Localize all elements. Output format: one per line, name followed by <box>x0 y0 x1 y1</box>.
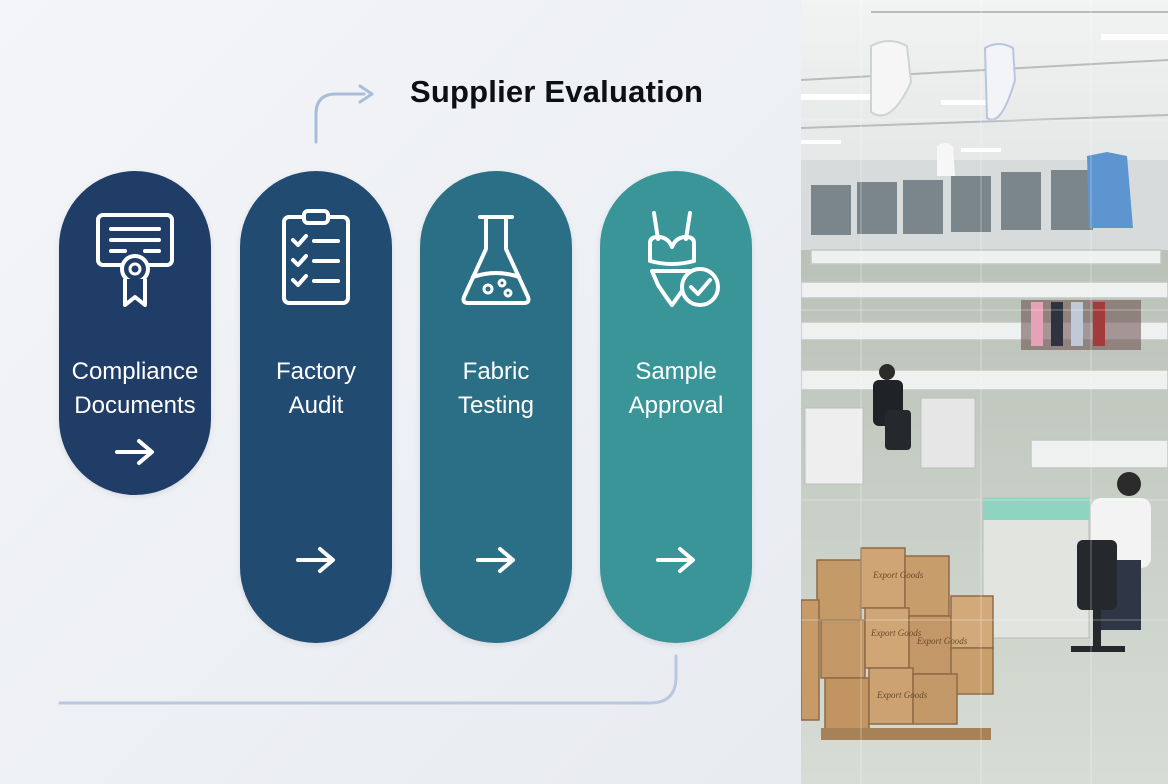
diagram-panel: Supplier Evaluation Compliance Documents <box>0 0 801 784</box>
garment-factory-photo: Export Goods Export Goods Export Goods E… <box>801 0 1168 784</box>
diagram-title: Supplier Evaluation <box>410 74 704 109</box>
box-label: Export Goods <box>872 570 924 580</box>
certificate-icon <box>96 213 174 307</box>
arrow-right-icon <box>656 547 695 573</box>
swimsuit-approved-icon <box>648 211 720 307</box>
step-sample-approval: Sample Approval <box>600 171 752 643</box>
arrow-right-icon <box>476 547 515 573</box>
step-compliance-documents: Compliance Documents <box>59 171 211 495</box>
box-label: Export Goods <box>876 690 928 700</box>
factory-scene: Export Goods Export Goods Export Goods E… <box>801 0 1168 784</box>
arrow-right-icon <box>115 439 154 465</box>
step-label: Factory Audit <box>275 358 356 419</box>
box-label: Export Goods <box>916 636 968 646</box>
step-label: Fabric Testing <box>457 358 535 419</box>
clipboard-checklist-icon <box>282 209 350 305</box>
step-label: Compliance Documents <box>71 358 199 419</box>
step-fabric-testing: Fabric Testing <box>420 171 572 643</box>
arrow-right-icon <box>296 547 335 573</box>
box-label: Export Goods <box>870 628 922 638</box>
lab-flask-icon <box>461 215 531 305</box>
step-factory-audit: Factory Audit <box>240 171 392 643</box>
step-label: Sample Approval <box>628 358 724 419</box>
